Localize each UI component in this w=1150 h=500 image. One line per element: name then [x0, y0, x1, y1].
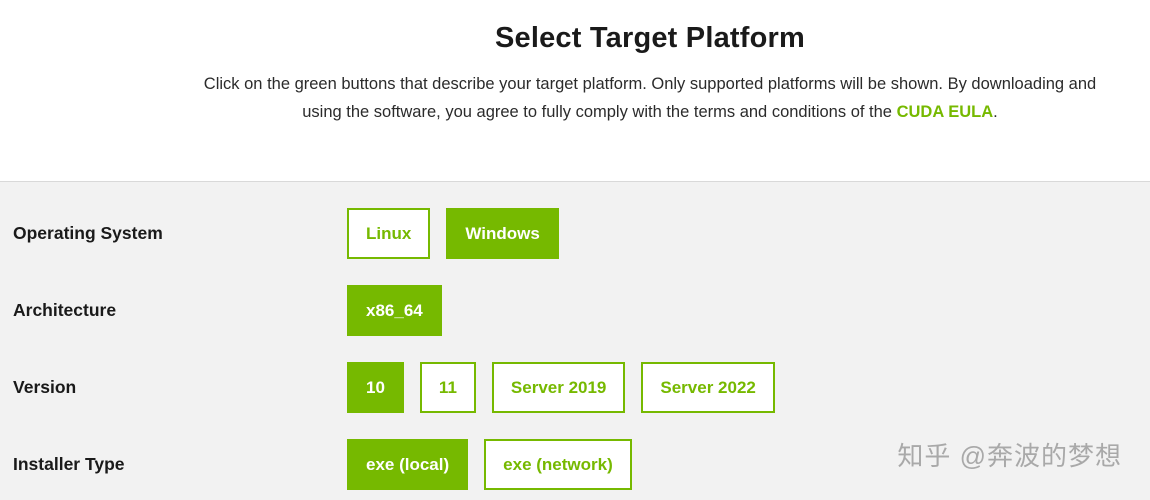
platform-row-installer-type: Installer Type exe (local) exe (network)	[13, 439, 1150, 490]
row-label-operating-system: Operating System	[13, 223, 163, 243]
header-description: Click on the green buttons that describe…	[185, 70, 1115, 126]
row-options-operating-system: Linux Windows	[347, 208, 559, 259]
option-button-exe-local[interactable]: exe (local)	[347, 439, 469, 490]
option-button-11[interactable]: 11	[419, 362, 476, 413]
row-label-architecture: Architecture	[13, 300, 117, 320]
page-title: Select Target Platform	[494, 22, 806, 54]
platform-row-version: Version 10 11 Server 2019 Server 2022	[13, 362, 1150, 413]
platform-row-architecture: Architecture x86_64	[13, 285, 1150, 336]
cuda-eula-link[interactable]: CUDA EULA	[896, 103, 994, 121]
row-options-installer-type: exe (local) exe (network)	[347, 439, 632, 490]
option-button-server-2019[interactable]: Server 2019	[491, 362, 626, 413]
row-label-installer-type: Installer Type	[13, 454, 125, 474]
option-button-windows[interactable]: Windows	[446, 208, 559, 259]
row-options-architecture: x86_64	[347, 285, 442, 336]
description-suffix: .	[993, 103, 998, 121]
row-options-version: 10 11 Server 2019 Server 2022	[347, 362, 775, 413]
option-button-exe-network[interactable]: exe (network)	[484, 439, 632, 490]
row-label-version: Version	[13, 377, 77, 397]
option-button-x86-64[interactable]: x86_64	[347, 285, 442, 336]
header: Select Target Platform Click on the gree…	[0, 0, 1150, 126]
description-text: Click on the green buttons that describe…	[203, 75, 1097, 121]
option-button-10[interactable]: 10	[347, 362, 404, 413]
option-button-linux[interactable]: Linux	[347, 208, 431, 259]
option-button-server-2022[interactable]: Server 2022	[641, 362, 775, 413]
platform-row-operating-system: Operating System Linux Windows	[13, 208, 1150, 259]
